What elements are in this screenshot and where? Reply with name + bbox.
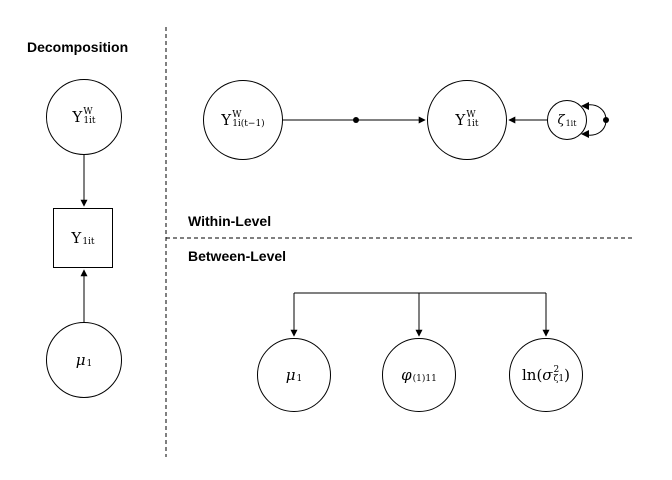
node-random-autoregression: φ (1)11 — [382, 338, 456, 412]
math-sub: (1)11 — [412, 374, 437, 384]
math-scripts: 1 — [87, 351, 93, 369]
math-scripts: 1it — [566, 112, 577, 128]
math-sup: W — [232, 110, 242, 120]
math-suffix: ) — [564, 365, 571, 384]
math-scripts: (1)11 — [413, 366, 437, 384]
math-base: σ — [542, 365, 553, 384]
math-sup: 2 — [553, 365, 560, 375]
random-variance-dot — [603, 117, 609, 123]
math-base: Y — [72, 107, 83, 126]
between-level-label: Between-Level — [188, 248, 287, 264]
math-sub: 1it — [466, 119, 479, 129]
decomposition-title: Decomposition — [27, 39, 129, 55]
math-sup: W — [466, 110, 476, 120]
math-base: φ — [401, 365, 412, 384]
node-label: φ (1)11 — [401, 366, 437, 384]
math-sub: 1i(t−1) — [232, 119, 265, 129]
node-residual-latent: ζ 1it — [547, 100, 587, 140]
math-scripts: 1 — [297, 366, 303, 384]
node-label: μ 1 — [76, 351, 92, 369]
math-sub: 1it — [83, 116, 96, 126]
math-base: μ — [285, 365, 296, 384]
math-base: Y — [455, 110, 466, 129]
math-sub: 1it — [82, 237, 95, 247]
within-level-label: Within-Level — [188, 213, 272, 229]
math-sub: 1 — [86, 359, 93, 369]
math-scripts: 1it — [82, 229, 94, 247]
math-sub: ζ1 — [553, 374, 565, 384]
math-base: Y — [221, 110, 232, 129]
math-base: ζ — [557, 112, 565, 128]
node-label: ζ 1it — [558, 112, 577, 128]
node-label: Y 1it — [71, 229, 94, 247]
math-prefix: ln( — [521, 365, 543, 384]
node-random-mean: μ 1 — [257, 338, 331, 412]
math-sub: 1 — [296, 374, 303, 384]
math-sub: 1it — [565, 119, 577, 128]
node-grand-mean-latent: μ 1 — [46, 322, 122, 398]
node-label: μ 1 — [286, 366, 302, 384]
random-slope-dot — [353, 117, 359, 123]
node-observed-variable: Y 1it — [53, 208, 113, 268]
math-base: Y — [71, 228, 82, 247]
math-sup: W — [83, 107, 93, 117]
math-base: μ — [75, 350, 86, 369]
